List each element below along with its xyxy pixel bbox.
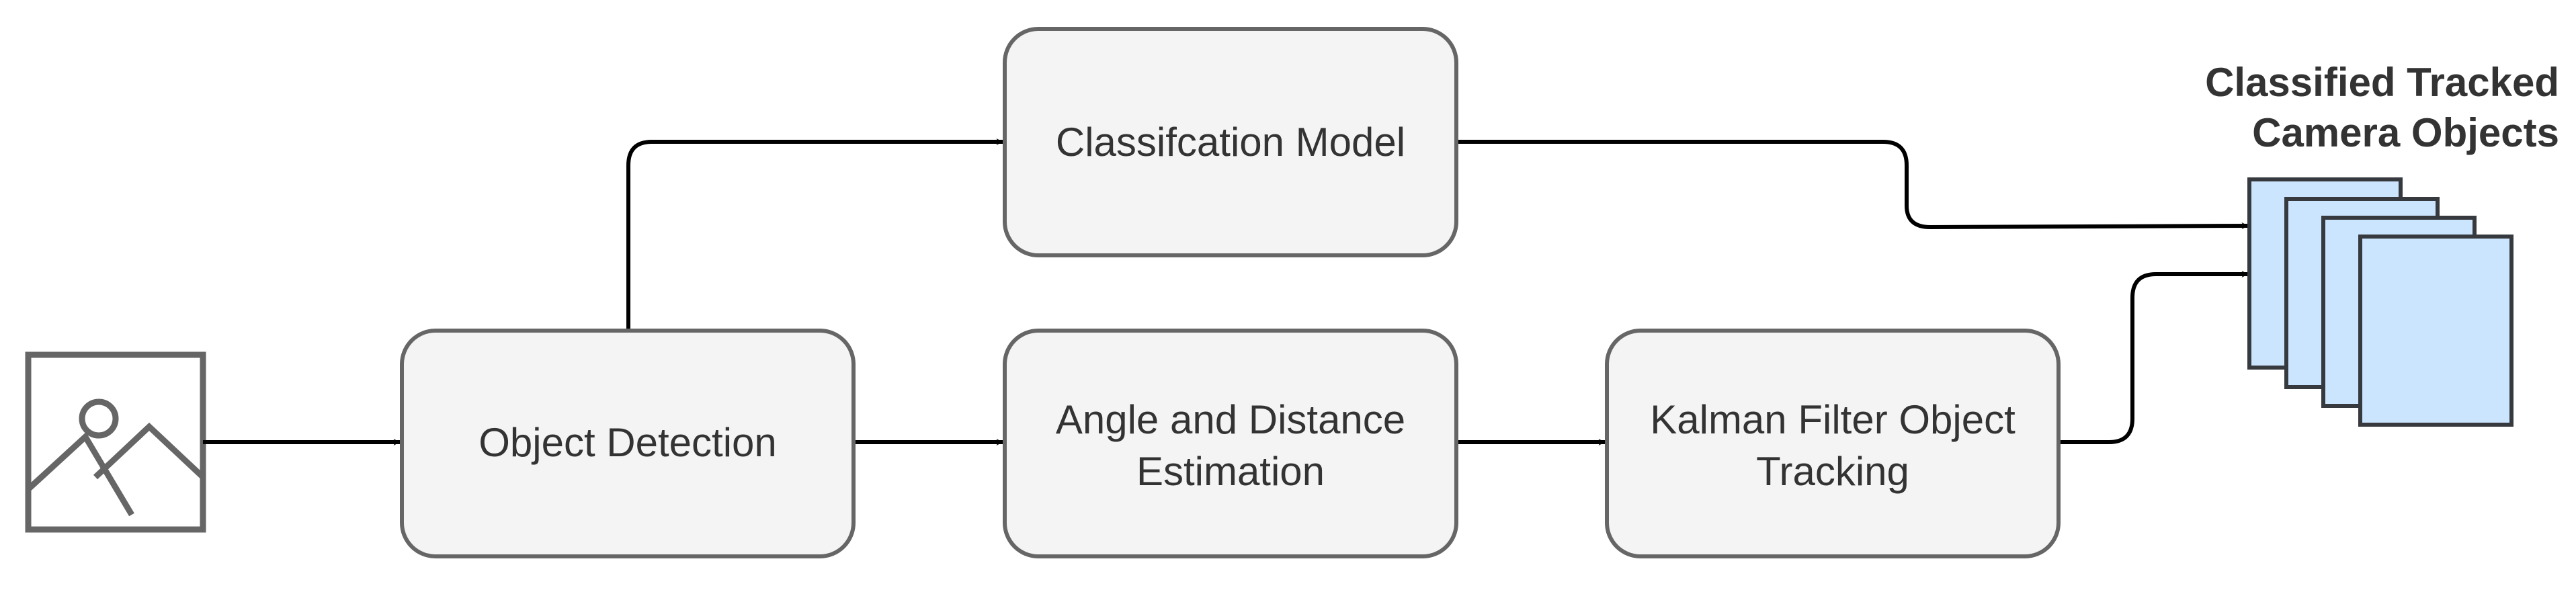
kalman-tracking-box: Kalman Filter Object Tracking [1605, 329, 2061, 558]
object-detection-box: Object Detection [400, 329, 856, 558]
angle-distance-box: Angle and Distance Estimation [1003, 329, 1458, 558]
classification-model-label: Classifcation Model [1056, 120, 1405, 165]
kalman-tracking-label-line1: Kalman Filter Object [1650, 397, 2016, 442]
image-icon [25, 351, 206, 533]
kalman-tracking-label-line2: Tracking [1756, 449, 1909, 494]
angle-distance-label-line1: Angle and Distance [1056, 397, 1405, 442]
document-stack-icon [2247, 177, 2513, 427]
classification-model-box: Classifcation Model [1003, 27, 1458, 257]
edge-classification-to-output [1456, 140, 2249, 230]
output-title-line2: Camera Objects [2252, 110, 2559, 155]
edge-kalman-to-output [2059, 271, 2249, 444]
edge-detection-to-classification [626, 138, 1003, 331]
angle-distance-label-line2: Estimation [1136, 449, 1325, 494]
object-detection-label: Object Detection [479, 420, 777, 465]
output-title-line1: Classified Tracked [2205, 60, 2559, 105]
